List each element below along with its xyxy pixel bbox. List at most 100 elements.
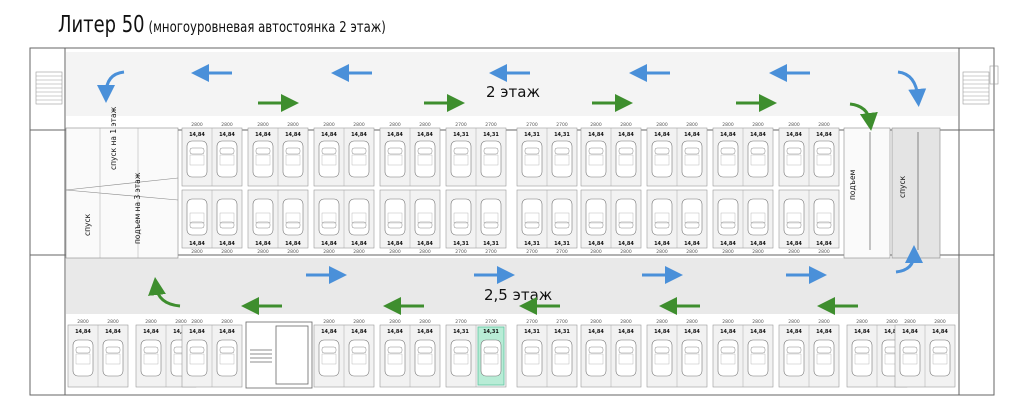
space-number: 14,31 (453, 132, 469, 138)
space-width: 2800 (722, 249, 734, 255)
space-width: 2800 (656, 122, 668, 128)
space-number: 14,84 (417, 329, 433, 335)
space-number: 14,84 (816, 329, 832, 335)
turn-arrow-blue (897, 70, 927, 107)
traffic-arrows (97, 64, 927, 315)
space-number: 14,31 (524, 241, 540, 247)
space-width: 2800 (221, 122, 233, 128)
space-width: 2800 (389, 319, 401, 325)
level-label-lower: 2,5 этаж (484, 286, 552, 304)
space-number: 14,84 (750, 132, 766, 138)
space-width: 2800 (323, 319, 335, 325)
space-width: 2700 (455, 122, 467, 128)
turn-arrow-green (148, 277, 181, 308)
ramp-label-down-right: спуск (898, 175, 907, 198)
space-number: 14,84 (189, 241, 205, 247)
aisle-upper (66, 52, 958, 116)
space-number: 14,31 (554, 132, 570, 138)
space-number: 14,84 (351, 329, 367, 335)
space-width: 2800 (107, 319, 119, 325)
space-number: 14,84 (417, 241, 433, 247)
space-number: 14,31 (483, 241, 499, 247)
space-number: 14,84 (654, 241, 670, 247)
space-width: 2800 (686, 249, 698, 255)
space-number: 14,84 (854, 329, 870, 335)
space-width: 2800 (856, 319, 868, 325)
space-width: 2800 (752, 122, 764, 128)
space-number: 14,84 (720, 132, 736, 138)
space-width: 2800 (191, 122, 203, 128)
ramp-down-lane (891, 127, 941, 259)
ramp-label-up-to-3: подъем на 3 этаж (133, 172, 142, 244)
space-number: 14,84 (588, 241, 604, 247)
ramp-label-down-to-1: спуск на 1 этаж (109, 106, 118, 170)
space-number: 14,84 (75, 329, 91, 335)
space-number: 14,31 (524, 132, 540, 138)
space-width: 2800 (620, 249, 632, 255)
space-number: 14,84 (684, 241, 700, 247)
space-width: 2800 (788, 319, 800, 325)
space-width: 2800 (788, 122, 800, 128)
ramp-label-down: спуск (83, 213, 92, 236)
space-number: 14,31 (453, 241, 469, 247)
space-width: 2700 (485, 319, 497, 325)
space-width: 2700 (556, 249, 568, 255)
space-width: 2800 (818, 249, 830, 255)
building-outline (29, 47, 995, 396)
space-width: 2800 (686, 319, 698, 325)
space-width: 2800 (323, 249, 335, 255)
space-number: 14,84 (750, 329, 766, 335)
space-number: 14,84 (387, 241, 403, 247)
space-number: 14,84 (321, 241, 337, 247)
space-number: 14,84 (720, 241, 736, 247)
space-width: 2800 (752, 249, 764, 255)
space-width: 2800 (686, 122, 698, 128)
space-number: 14,84 (884, 329, 900, 335)
space-width: 2800 (656, 249, 668, 255)
turn-arrow-green (849, 102, 878, 131)
space-width: 2800 (818, 122, 830, 128)
space-width: 2800 (145, 319, 157, 325)
space-width: 2700 (556, 122, 568, 128)
space-width: 2800 (221, 319, 233, 325)
space-number: 14,84 (173, 329, 189, 335)
space-number: 14,84 (321, 329, 337, 335)
space-number: 14,84 (219, 132, 235, 138)
space-width: 2800 (323, 122, 335, 128)
space-width: 2800 (656, 319, 668, 325)
space-number: 14,31 (483, 329, 499, 335)
space-number: 14,84 (387, 329, 403, 335)
space-width: 2800 (722, 319, 734, 325)
space-width: 2800 (221, 249, 233, 255)
plan-title: Литер 50 (многоуровневая автостоянка 2 э… (58, 12, 386, 38)
space-number: 14,84 (588, 329, 604, 335)
space-number: 14,84 (285, 241, 301, 247)
space-number: 14,84 (654, 329, 670, 335)
plan-title-sub: (многоуровневая автостоянка 2 этаж) (148, 18, 386, 36)
space-number: 14,84 (816, 241, 832, 247)
space-number: 14,84 (654, 132, 670, 138)
space-width: 2800 (788, 249, 800, 255)
space-number: 14,84 (786, 329, 802, 335)
space-width: 2800 (419, 122, 431, 128)
ramp-up-lane (843, 127, 891, 259)
space-number: 14,84 (588, 132, 604, 138)
space-width: 2800 (257, 249, 269, 255)
plan-title-main: Литер 50 (58, 12, 145, 38)
space-number: 14,84 (618, 241, 634, 247)
space-width: 2700 (455, 249, 467, 255)
space-width: 2700 (526, 122, 538, 128)
space-number: 14,31 (453, 329, 469, 335)
space-width: 2800 (287, 122, 299, 128)
space-number: 14,31 (554, 241, 570, 247)
